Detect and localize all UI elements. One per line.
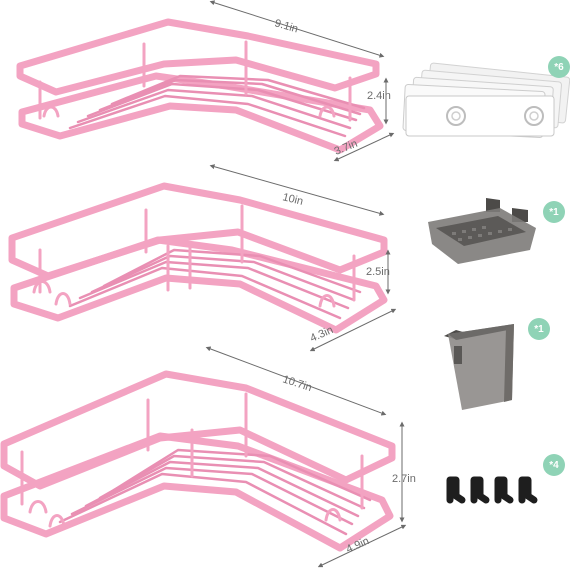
adhesive-strips	[402, 62, 570, 138]
shelf-medium-depth-label: 4.3in	[308, 324, 335, 345]
qty-badge-storage-cup: *1	[528, 318, 550, 340]
qty-badge-hooks: *4	[543, 454, 565, 476]
corner-shelf-small	[16, 18, 384, 154]
shelf-small-depth-label: 3.7in	[333, 138, 360, 158]
hooks	[446, 476, 538, 504]
qty-badge-adhesive-strips: *6	[548, 56, 570, 78]
storage-cup	[444, 324, 514, 410]
shelf-medium-width-label: 10in	[281, 191, 304, 208]
shelf-large-depth-label: 4.9in	[344, 535, 371, 556]
qty-badge-soap-dish: *1	[543, 201, 565, 223]
shelf-large-width-label: 10.7in	[281, 373, 313, 394]
dimension-lines-medium	[209, 164, 397, 352]
shelf-large-height-label: 2.7in	[392, 473, 416, 485]
dimension-lines-small	[209, 0, 395, 162]
soap-dish	[428, 198, 536, 264]
shelf-medium-height-label: 2.5in	[366, 266, 390, 278]
corner-shelf-large	[0, 370, 396, 552]
dimension-lines-large	[205, 346, 407, 568]
shelf-small-height-label: 2.4in	[367, 90, 391, 102]
corner-shelf-medium	[8, 182, 388, 334]
shelf-small-width-label: 9.1in	[273, 17, 299, 35]
